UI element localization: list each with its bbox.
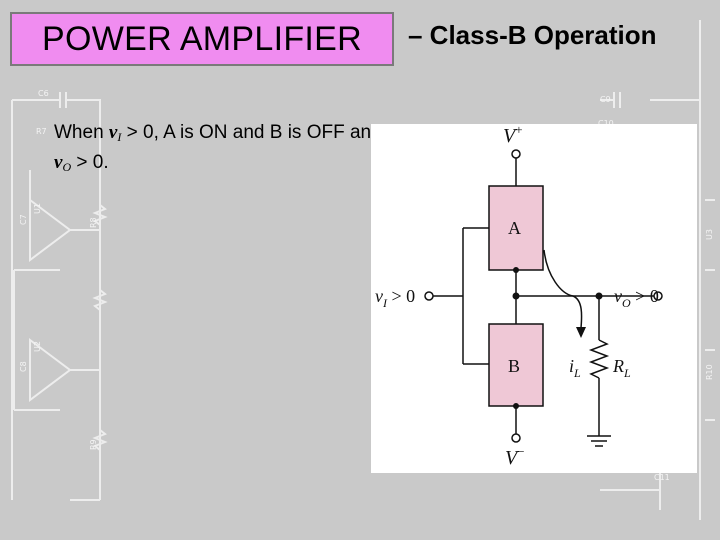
bg-resistor — [92, 429, 108, 451]
bg-label: C6 — [38, 89, 49, 98]
vminus-terminal — [511, 433, 521, 443]
load-resistor — [588, 339, 610, 379]
text-prefix: When — [54, 122, 109, 143]
bg-label: U1 — [33, 203, 42, 214]
rl-label: RL — [612, 356, 631, 380]
block-a-label: A — [508, 218, 521, 238]
bg-label: C8 — [19, 361, 28, 372]
ground-icon — [587, 435, 611, 447]
bg-label: U2 — [33, 341, 42, 352]
bg-wire — [11, 92, 101, 500]
il-current-path — [543, 249, 583, 329]
vminus-label: V− — [505, 444, 525, 469]
bg-wire — [705, 199, 715, 421]
bg-label: C7 — [19, 214, 28, 225]
bg-label: C10 — [598, 119, 614, 128]
rl-node-dot — [595, 292, 603, 300]
block-b — [488, 323, 544, 407]
vo-subscript: O — [62, 160, 72, 174]
slide-subtitle: – Class-B Operation — [408, 20, 657, 50]
bg-resistor — [92, 204, 108, 226]
bg-label: R8 — [89, 217, 98, 228]
center-node-dot — [512, 292, 520, 300]
text-suffix: > 0. — [71, 152, 109, 173]
text-middle: > 0, A is ON and B is OFF and — [121, 122, 382, 143]
vi-label: vI > 0 — [375, 286, 415, 310]
bg-resistor — [92, 289, 108, 311]
bg-wire — [13, 229, 100, 411]
il-arrowhead — [576, 327, 586, 338]
vo-label: vO > 0 — [614, 286, 659, 310]
a-output-dot — [513, 267, 519, 273]
bg-label: R7 — [36, 127, 47, 136]
vi-subscript: I — [117, 130, 122, 144]
block-b-label: B — [508, 356, 520, 376]
b-output-dot — [513, 403, 519, 409]
bg-opamp — [29, 198, 72, 262]
vo-terminal — [653, 291, 663, 301]
vi-symbol: v — [108, 122, 118, 143]
vplus-label: V+ — [503, 124, 523, 147]
bg-label: R10 — [705, 364, 714, 380]
vo-symbol: v — [54, 152, 63, 173]
bg-wire — [600, 20, 701, 520]
bg-wire — [600, 470, 661, 510]
vplus-terminal — [511, 149, 521, 159]
bg-label: C11 — [654, 473, 670, 482]
vi-terminal — [424, 291, 434, 301]
class-b-circuit-diagram: V+ V− A B vI > 0 vO > 0 iL RL — [371, 124, 697, 473]
title-box: POWER AMPLIFIER — [10, 12, 394, 66]
slide-title: POWER AMPLIFIER — [42, 19, 362, 58]
bg-label: U3 — [705, 229, 714, 240]
bg-opamp — [29, 338, 72, 402]
bg-label: C9 — [600, 95, 611, 104]
explanation-text: When vI > 0, A is ON and B is OFF and vO… — [54, 120, 384, 180]
bg-label: R9 — [89, 439, 98, 450]
il-label: iL — [569, 356, 581, 380]
